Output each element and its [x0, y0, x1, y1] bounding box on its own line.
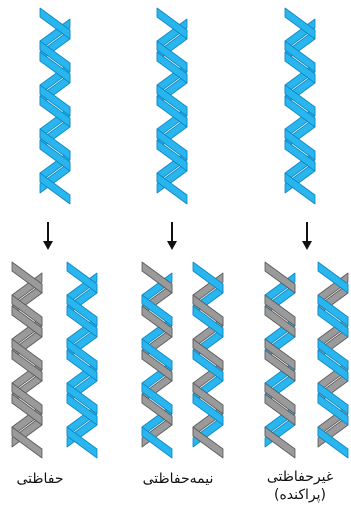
label-semiconservative: نیمه‌حفاظتی	[128, 470, 228, 488]
parent-helix-semiconservative	[157, 8, 187, 204]
daughter-conservative-blue	[67, 262, 97, 458]
daughter-semi-left	[142, 262, 172, 458]
down-arrow-icon-semiconservative	[167, 222, 177, 250]
down-arrow-icon-conservative	[43, 222, 53, 250]
daughter-semi-right	[193, 262, 223, 458]
down-arrow-icon-dispersive	[302, 222, 312, 250]
parent-helix-dispersive	[285, 8, 315, 204]
parent-helix-conservative	[40, 8, 70, 204]
daughter-conservative-gray	[12, 262, 42, 458]
daughter-dispersive-left	[265, 262, 295, 458]
label-dispersive: غیرحفاظتی (پراکنده)	[250, 468, 350, 504]
label-conservative: حفاظتی	[0, 470, 80, 488]
label-dispersive-line2: (پراکنده)	[250, 486, 350, 504]
daughter-dispersive-right	[318, 262, 348, 458]
label-dispersive-line1: غیرحفاظتی	[250, 468, 350, 486]
